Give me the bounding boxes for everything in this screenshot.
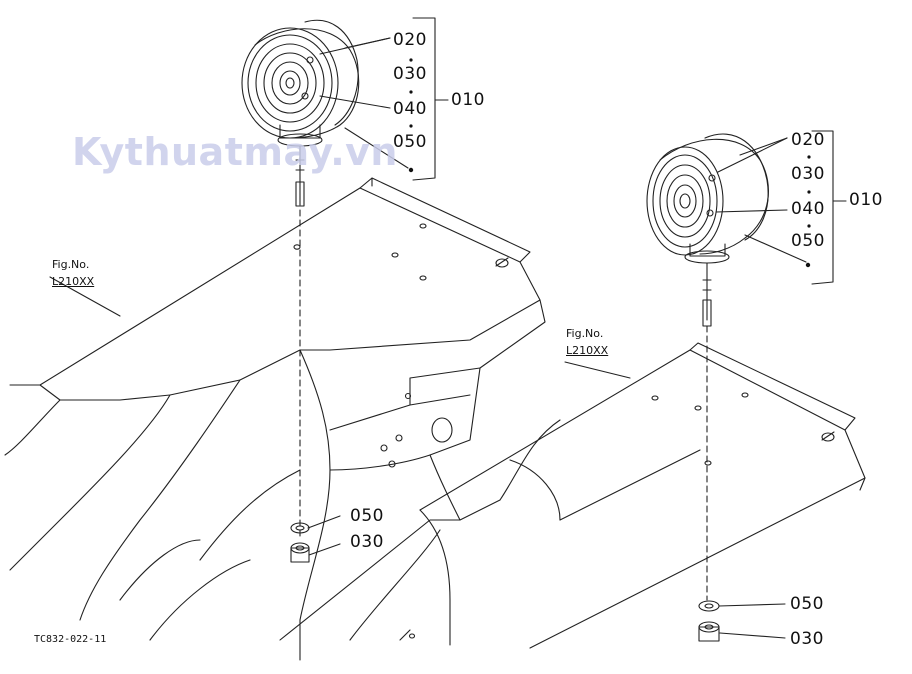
- left-hardware: [290, 522, 310, 563]
- right-hardware-050: 050: [790, 594, 824, 614]
- left-callout-group-010: 010: [451, 90, 485, 110]
- right-fender-body: [349, 342, 866, 649]
- right-callout-050: 050: [791, 231, 825, 251]
- callout-dots: [408, 58, 811, 268]
- left-hardware-030: 030: [350, 532, 384, 552]
- drawing-code: TC832-022-11: [34, 634, 107, 645]
- left-leaders: [49, 17, 449, 556]
- left-fig-ref-label: Fig.No.: [52, 258, 90, 271]
- right-lamp: [646, 133, 769, 327]
- watermark-text: Kythuatmay.vn: [72, 130, 398, 174]
- right-callout-020: 020: [791, 130, 825, 150]
- left-hardware-050: 050: [350, 506, 384, 526]
- right-hardware-030: 030: [790, 629, 824, 649]
- right-callout-040: 040: [791, 199, 825, 219]
- right-callout-030: 030: [791, 164, 825, 184]
- right-callout-group-010: 010: [849, 190, 883, 210]
- left-callout-020: 020: [393, 30, 427, 50]
- left-fig-ref-number: L210XX: [52, 275, 95, 288]
- left-callout-050: 050: [393, 132, 427, 152]
- right-fig-ref-label: Fig.No.: [566, 327, 604, 340]
- left-fender-body: [4, 177, 561, 661]
- right-hardware: [698, 600, 720, 642]
- right-fig-ref-number: L210XX: [566, 344, 609, 357]
- left-callout-030: 030: [393, 64, 427, 84]
- left-lamp: [241, 19, 360, 207]
- left-callout-040: 040: [393, 99, 427, 119]
- right-leaders: [564, 130, 847, 639]
